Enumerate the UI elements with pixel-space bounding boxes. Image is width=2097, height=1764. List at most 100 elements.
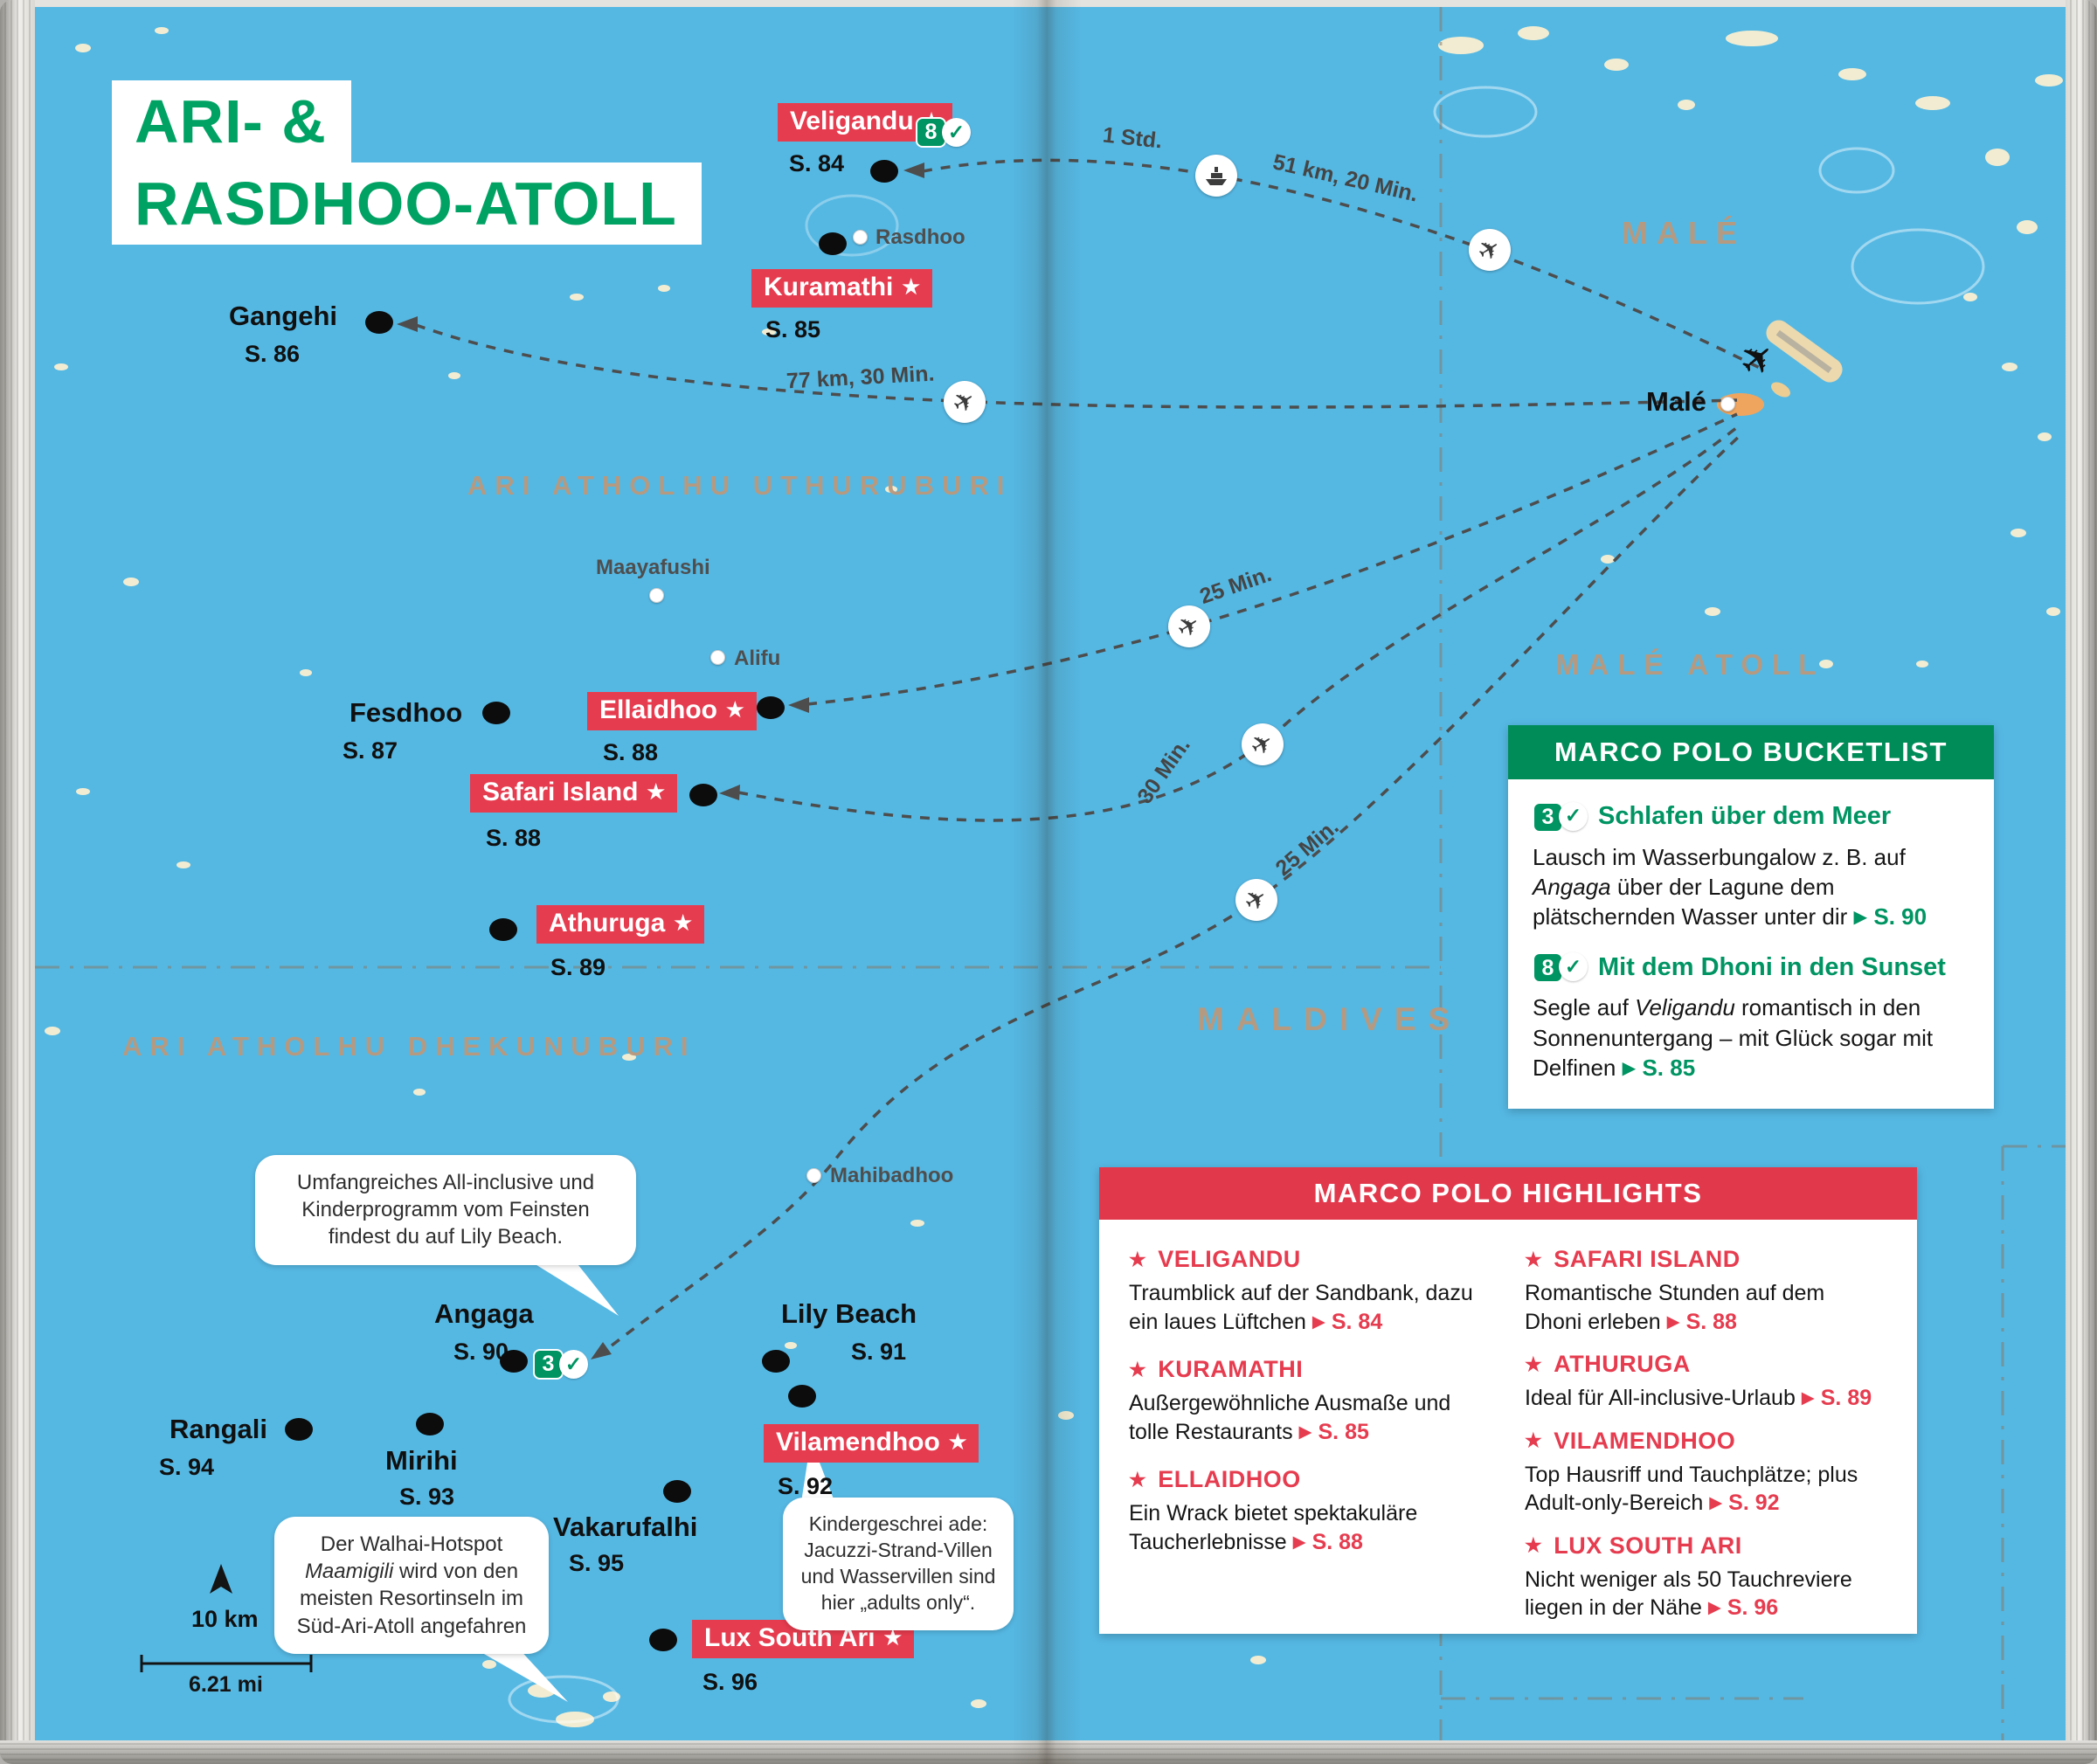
arrow-icon: ▶ <box>1666 1311 1680 1332</box>
page-link: ▶ S. 90 <box>1854 903 1927 930</box>
ferry-route-icon <box>1195 155 1237 197</box>
island-marker-mirihi <box>416 1413 444 1435</box>
check-icon: ✓ <box>559 1350 588 1379</box>
island-marker-fesdhoo <box>482 702 510 724</box>
highlight-item-ellaidhoo: ★ ELLAIDHOO Ein Wrack bietet spektakuläre… <box>1129 1466 1491 1556</box>
highlight-item-kuramathi: ★KURAMATHI Außergewöhnliche Ausmaße und … <box>1129 1356 1491 1446</box>
plane-icon: ✈ <box>1172 607 1207 646</box>
arrow-icon: ▶ <box>1707 1597 1721 1617</box>
page-ref-rangali: S. 94 <box>159 1454 215 1480</box>
tip-bubble-walhai: Der Walhai-Hotspot Maamigili wird von de… <box>274 1517 549 1654</box>
island-name: Veligandu <box>790 107 914 135</box>
island-name: Athuruga <box>549 909 666 937</box>
page-link: ▶ S. 92 <box>1709 1491 1779 1515</box>
bucketlist-item-text: Segle auf Veligandu romantisch in den So… <box>1533 993 1969 1083</box>
highlight-resort-name: ATHURUGA <box>1554 1351 1691 1377</box>
tip-bubble-adults-only: Kindergeschrei ade: Jacuzzi-Strand-Ville… <box>783 1498 1014 1630</box>
highlight-name: ★ ELLAIDHOO <box>1129 1466 1491 1493</box>
text-run: Traumblick auf der Sandbank, dazu ein la… <box>1129 1281 1473 1334</box>
island-marker-lily-beach <box>762 1350 790 1373</box>
star-icon: ★ <box>902 275 920 299</box>
check-icon: ✓ <box>1559 801 1588 831</box>
page-edge-bottom <box>0 1740 2097 1764</box>
island-name: Safari Island <box>482 778 639 806</box>
star-icon: ★ <box>1129 1358 1147 1380</box>
island-marker-veligandu <box>870 160 898 183</box>
star-icon: ★ <box>1129 1468 1147 1491</box>
page-link: ▶ S. 84 <box>1312 1310 1382 1334</box>
arrow-icon: ▶ <box>1801 1387 1815 1408</box>
star-icon: ★ <box>1525 1429 1543 1451</box>
highlight-item-lux-south-ari: ★LUX SOUTH ARI Nicht weniger als 50 Tauc… <box>1525 1532 1887 1622</box>
check-icon: ✓ <box>942 118 971 147</box>
island-label-vilamendhoo: Vilamendhoo★ <box>764 1424 979 1463</box>
region-label-maldives: MALDIVES <box>1197 1001 1463 1037</box>
island-label-male: Malé <box>1646 386 1706 417</box>
highlight-name: ★SAFARI ISLAND <box>1525 1246 1887 1273</box>
page-ref-mirihi: S. 93 <box>399 1484 455 1510</box>
region-label-male: MALÉ <box>1622 215 1746 251</box>
island-marker-rangali <box>285 1418 313 1441</box>
island-label-angaga: Angaga <box>434 1298 534 1329</box>
bucketlist-badge-angaga: 3✓ <box>533 1349 588 1380</box>
island-marker-rasdhoo <box>853 230 868 245</box>
island-marker-lux-south-ari <box>649 1629 677 1651</box>
highlight-item-veligandu: ★VELIGANDU Traumblick auf der Sandbank, … <box>1129 1246 1491 1336</box>
text-run: Lausch im Wasserbungalow z. B. auf <box>1533 843 1906 870</box>
male-airport-plane-icon: ✈ <box>1728 329 1787 390</box>
plane-icon: ✈ <box>947 383 982 421</box>
route-label-safari: 30 Min. <box>1132 733 1195 808</box>
page-number: S. 85 <box>1318 1419 1369 1444</box>
badge-number: 3 <box>533 1349 564 1380</box>
page-edge-left <box>0 0 35 1764</box>
page-ref-fesdhoo: S. 87 <box>343 737 398 764</box>
island-label-mirihi: Mirihi <box>385 1445 458 1476</box>
island-label-rangali: Rangali <box>170 1414 267 1444</box>
scale-mi-label: 6.21 mi <box>189 1672 263 1697</box>
page-ref-veligandu: S. 84 <box>789 150 845 176</box>
check-icon: ✓ <box>1559 952 1588 982</box>
page-ref-angaga: S. 90 <box>453 1339 509 1365</box>
bubble-text: wird von den meisten Resortinseln im Süd… <box>296 1560 527 1638</box>
arrow-icon: ▶ <box>1709 1492 1723 1512</box>
island-marker-angaga <box>500 1350 528 1373</box>
bubble-text-italic: Maamigili <box>304 1560 394 1584</box>
page-link: ▶ S. 96 <box>1708 1595 1778 1620</box>
arrow-icon: ▶ <box>1298 1421 1312 1442</box>
page-ref-vakarufalhi: S. 95 <box>569 1550 625 1576</box>
bucketlist-badge: 8✓ <box>1533 952 1588 984</box>
text-run: Ein Wrack bietet spektakuläre Taucherleb… <box>1129 1501 1418 1554</box>
highlight-text: Romantische Stunden auf dem Dhoni erlebe… <box>1525 1279 1887 1336</box>
bucketlist-item-heading: 8✓Mit dem Dhoni in den Sunset <box>1533 951 1969 985</box>
island-marker-alifu <box>710 650 725 665</box>
route-label-angaga: 25 Min. <box>1270 814 1344 882</box>
page-title-line1: ARI- & <box>112 80 351 163</box>
page-link: ▶ S. 88 <box>1293 1530 1363 1554</box>
island-label-gangehi: Gangehi <box>229 301 338 331</box>
island-label-safari-island: Safari Island★ <box>470 774 678 813</box>
page-ref-vilamendhoo: S. 92 <box>778 1473 834 1499</box>
region-label-male-atoll: MALÉ ATOLL <box>1555 648 1825 681</box>
page-number: S. 88 <box>1311 1529 1363 1554</box>
highlights-title: MARCO POLO HIGHLIGHTS <box>1099 1167 1917 1220</box>
island-marker-gangehi <box>365 311 393 334</box>
highlight-resort-name: KURAMATHI <box>1158 1356 1304 1382</box>
page-ref-lily-beach: S. 91 <box>851 1339 907 1365</box>
star-icon: ★ <box>674 911 692 935</box>
island-marker-male <box>1720 397 1735 412</box>
island-marker-ellaidhoo <box>757 696 785 719</box>
highlight-item-vilamendhoo: ★VILAMENDHOO Top Hausriff und Tauchplätz… <box>1525 1428 1887 1518</box>
badge-number: 8 <box>916 117 946 148</box>
bucketlist-box: MARCO POLO BUCKETLIST 3✓Schlafen über de… <box>1508 725 1994 1110</box>
seaplane-icon-angaga-route: ✈ <box>1235 879 1277 921</box>
bucketlist-title: MARCO POLO BUCKETLIST <box>1508 725 1994 779</box>
highlight-item-athuruga: ★ATHURUGA Ideal für All-inclusive-Urlaub… <box>1525 1351 1887 1413</box>
bubble-text: Der Walhai-Hotspot <box>320 1532 503 1556</box>
island-name: Kuramathi <box>764 273 894 301</box>
highlight-resort-name: ELLAIDHOO <box>1158 1466 1301 1492</box>
star-icon: ★ <box>726 698 744 722</box>
route-label-ellaidhoo: 25 Min. <box>1196 561 1275 610</box>
highlight-resort-name: SAFARI ISLAND <box>1554 1246 1741 1272</box>
island-label-veligandu: Veligandu★ <box>778 103 953 142</box>
seaplane-icon-male-route: ✈ <box>1469 229 1511 271</box>
